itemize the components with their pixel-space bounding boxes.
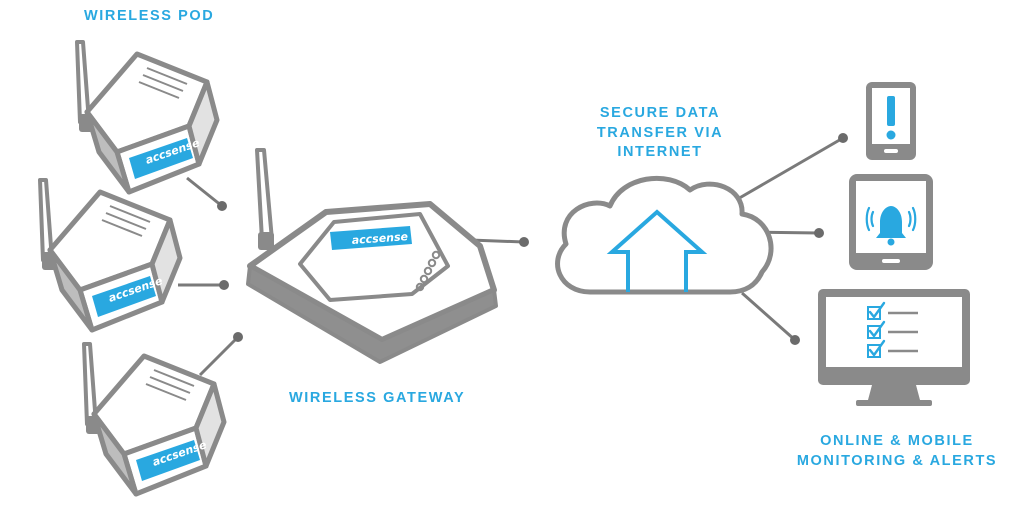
gateway-dot [519,237,529,247]
monitor-connector [741,291,796,342]
gateway-antenna [255,148,274,242]
bell-icon [865,206,917,246]
monitor-dot [790,335,800,345]
secure-transfer-label-line1: SECURE DATA [599,105,721,121]
gateway-base [246,264,498,364]
cloud-icon [555,175,774,295]
pod1-dot [217,201,227,211]
wireless-gateway-label: WIRELESS GATEWAY [289,390,466,406]
tablet-device [849,174,933,270]
pod2-dot [219,280,229,290]
phone-dot [838,133,848,143]
phone-device [866,82,916,160]
monitor-base [856,400,932,406]
connector-dots [217,133,848,345]
tablet-home-button [882,259,900,263]
upload-arrow-icon [606,209,708,292]
gateway-indicator-lights [415,250,441,292]
pod3-dot [233,332,243,342]
wireless-gateway-device: accsense [246,148,498,364]
gateway-connector [469,238,525,244]
wireless-pod-1: accsense [77,42,217,192]
wireless-pod-label: WIRELESS POD [84,8,215,24]
phone-connector [735,136,844,202]
secure-transfer-label-line2: TRANSFER VIA [596,125,724,141]
monitor-stand [868,385,920,400]
monitor-device [818,289,970,406]
gateway-brand-plate [330,226,412,250]
exclamation-icon [887,96,895,126]
pod1-connector [186,176,223,208]
exclamation-dot-icon [886,130,896,140]
phone-home-button [884,149,898,153]
gateway-brand-label: accsense [351,230,409,247]
internet-cloud [555,175,774,295]
checklist-icon [867,301,918,358]
monitoring-label-line2: MONITORING & ALERTS [796,453,998,469]
pod3-connector [198,335,240,377]
wireless-pod-2: accsense [40,180,180,330]
monitoring-label-line1: ONLINE & MOBILE [820,433,974,449]
secure-transfer-label-line3: INTERNET [617,144,703,160]
tablet-dot [814,228,824,238]
wireless-pod-3: accsense [84,344,224,494]
